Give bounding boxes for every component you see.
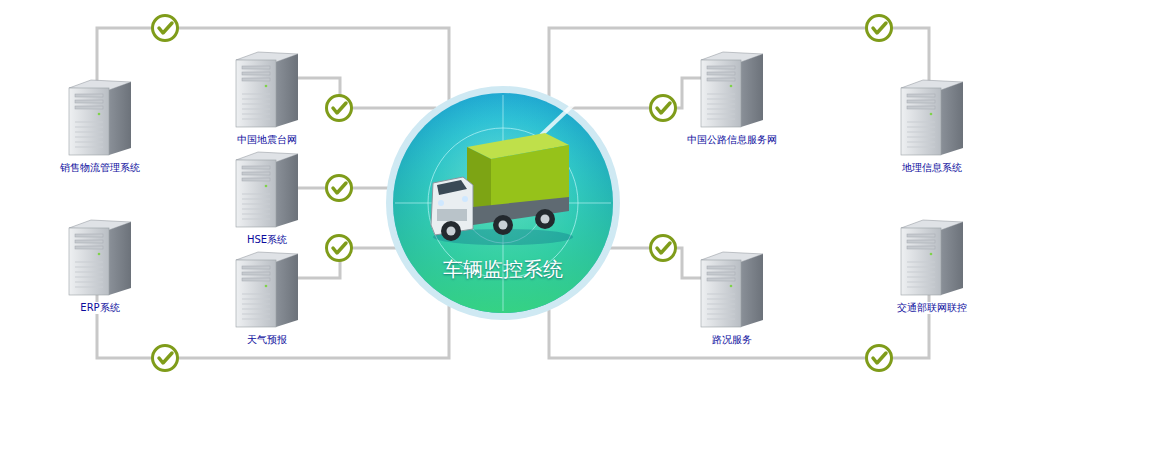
check-mark — [327, 236, 352, 261]
server-icon — [67, 78, 133, 156]
check-mark — [153, 346, 178, 371]
server-node: 销售物流管理系统 — [40, 78, 160, 175]
server-label: 天气预报 — [246, 334, 288, 346]
server-node: 中国公路信息服务网 — [672, 50, 792, 147]
server-icon — [899, 78, 965, 156]
server-icon — [899, 218, 965, 296]
server-node: ERP系统 — [40, 218, 160, 315]
server-icon — [234, 250, 300, 328]
check-mark — [327, 96, 352, 121]
server-label: 地理信息系统 — [901, 162, 963, 174]
server-label: 中国地震台网 — [236, 134, 298, 146]
check-mark — [651, 236, 676, 261]
server-icon — [67, 218, 133, 296]
server-icon — [234, 150, 300, 228]
server-node: 中国地震台网 — [207, 50, 327, 147]
check-mark — [153, 16, 178, 41]
hub-illustration — [385, 85, 621, 321]
server-node: 交通部联网联控 — [872, 218, 992, 315]
connector-line — [278, 78, 436, 108]
server-icon — [234, 50, 300, 128]
server-icon — [699, 50, 765, 128]
server-label: HSE系统 — [246, 234, 288, 246]
server-label: 中国公路信息服务网 — [686, 134, 778, 146]
server-node: 地理信息系统 — [872, 78, 992, 175]
check-mark — [327, 176, 352, 201]
server-label: 销售物流管理系统 — [59, 162, 141, 174]
hub-circle: 车辆监控系统 — [385, 85, 621, 321]
check-mark — [651, 96, 676, 121]
connector-line — [570, 78, 701, 108]
server-label: 路况服务 — [711, 334, 753, 346]
check-mark — [867, 16, 892, 41]
check-mark — [867, 346, 892, 371]
server-icon — [699, 250, 765, 328]
server-node: 天气预报 — [207, 250, 327, 347]
server-node: HSE系统 — [207, 150, 327, 247]
server-label: ERP系统 — [79, 302, 120, 314]
server-node: 路况服务 — [672, 250, 792, 347]
server-label: 交通部联网联控 — [896, 302, 968, 314]
hub-title: 车辆监控系统 — [385, 257, 621, 281]
